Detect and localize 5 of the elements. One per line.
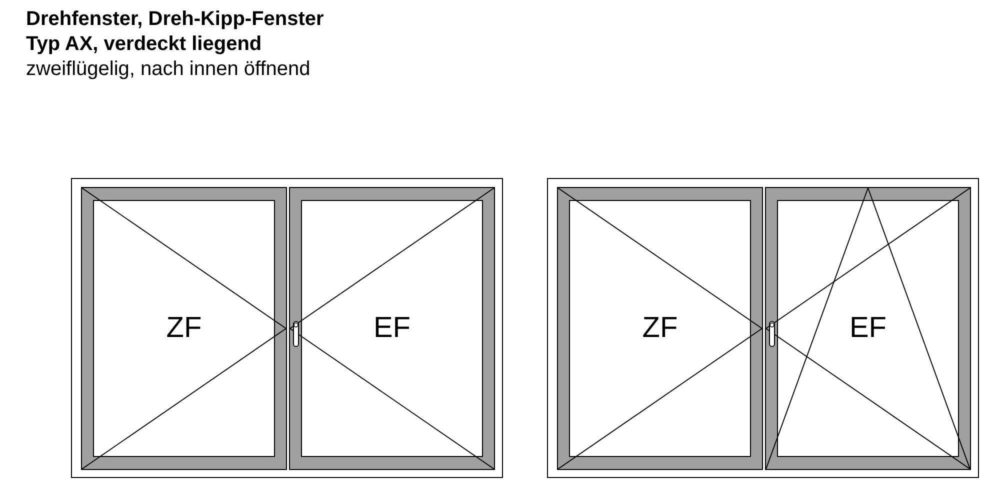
window-frame	[547, 178, 979, 478]
title: Drehfenster, Dreh-Kipp-Fenster	[26, 7, 324, 32]
subtitle: Typ AX, verdeckt liegend	[26, 32, 263, 57]
description-text: zweiflügelig, nach innen öffnend	[26, 57, 312, 82]
window-frame	[71, 178, 503, 478]
